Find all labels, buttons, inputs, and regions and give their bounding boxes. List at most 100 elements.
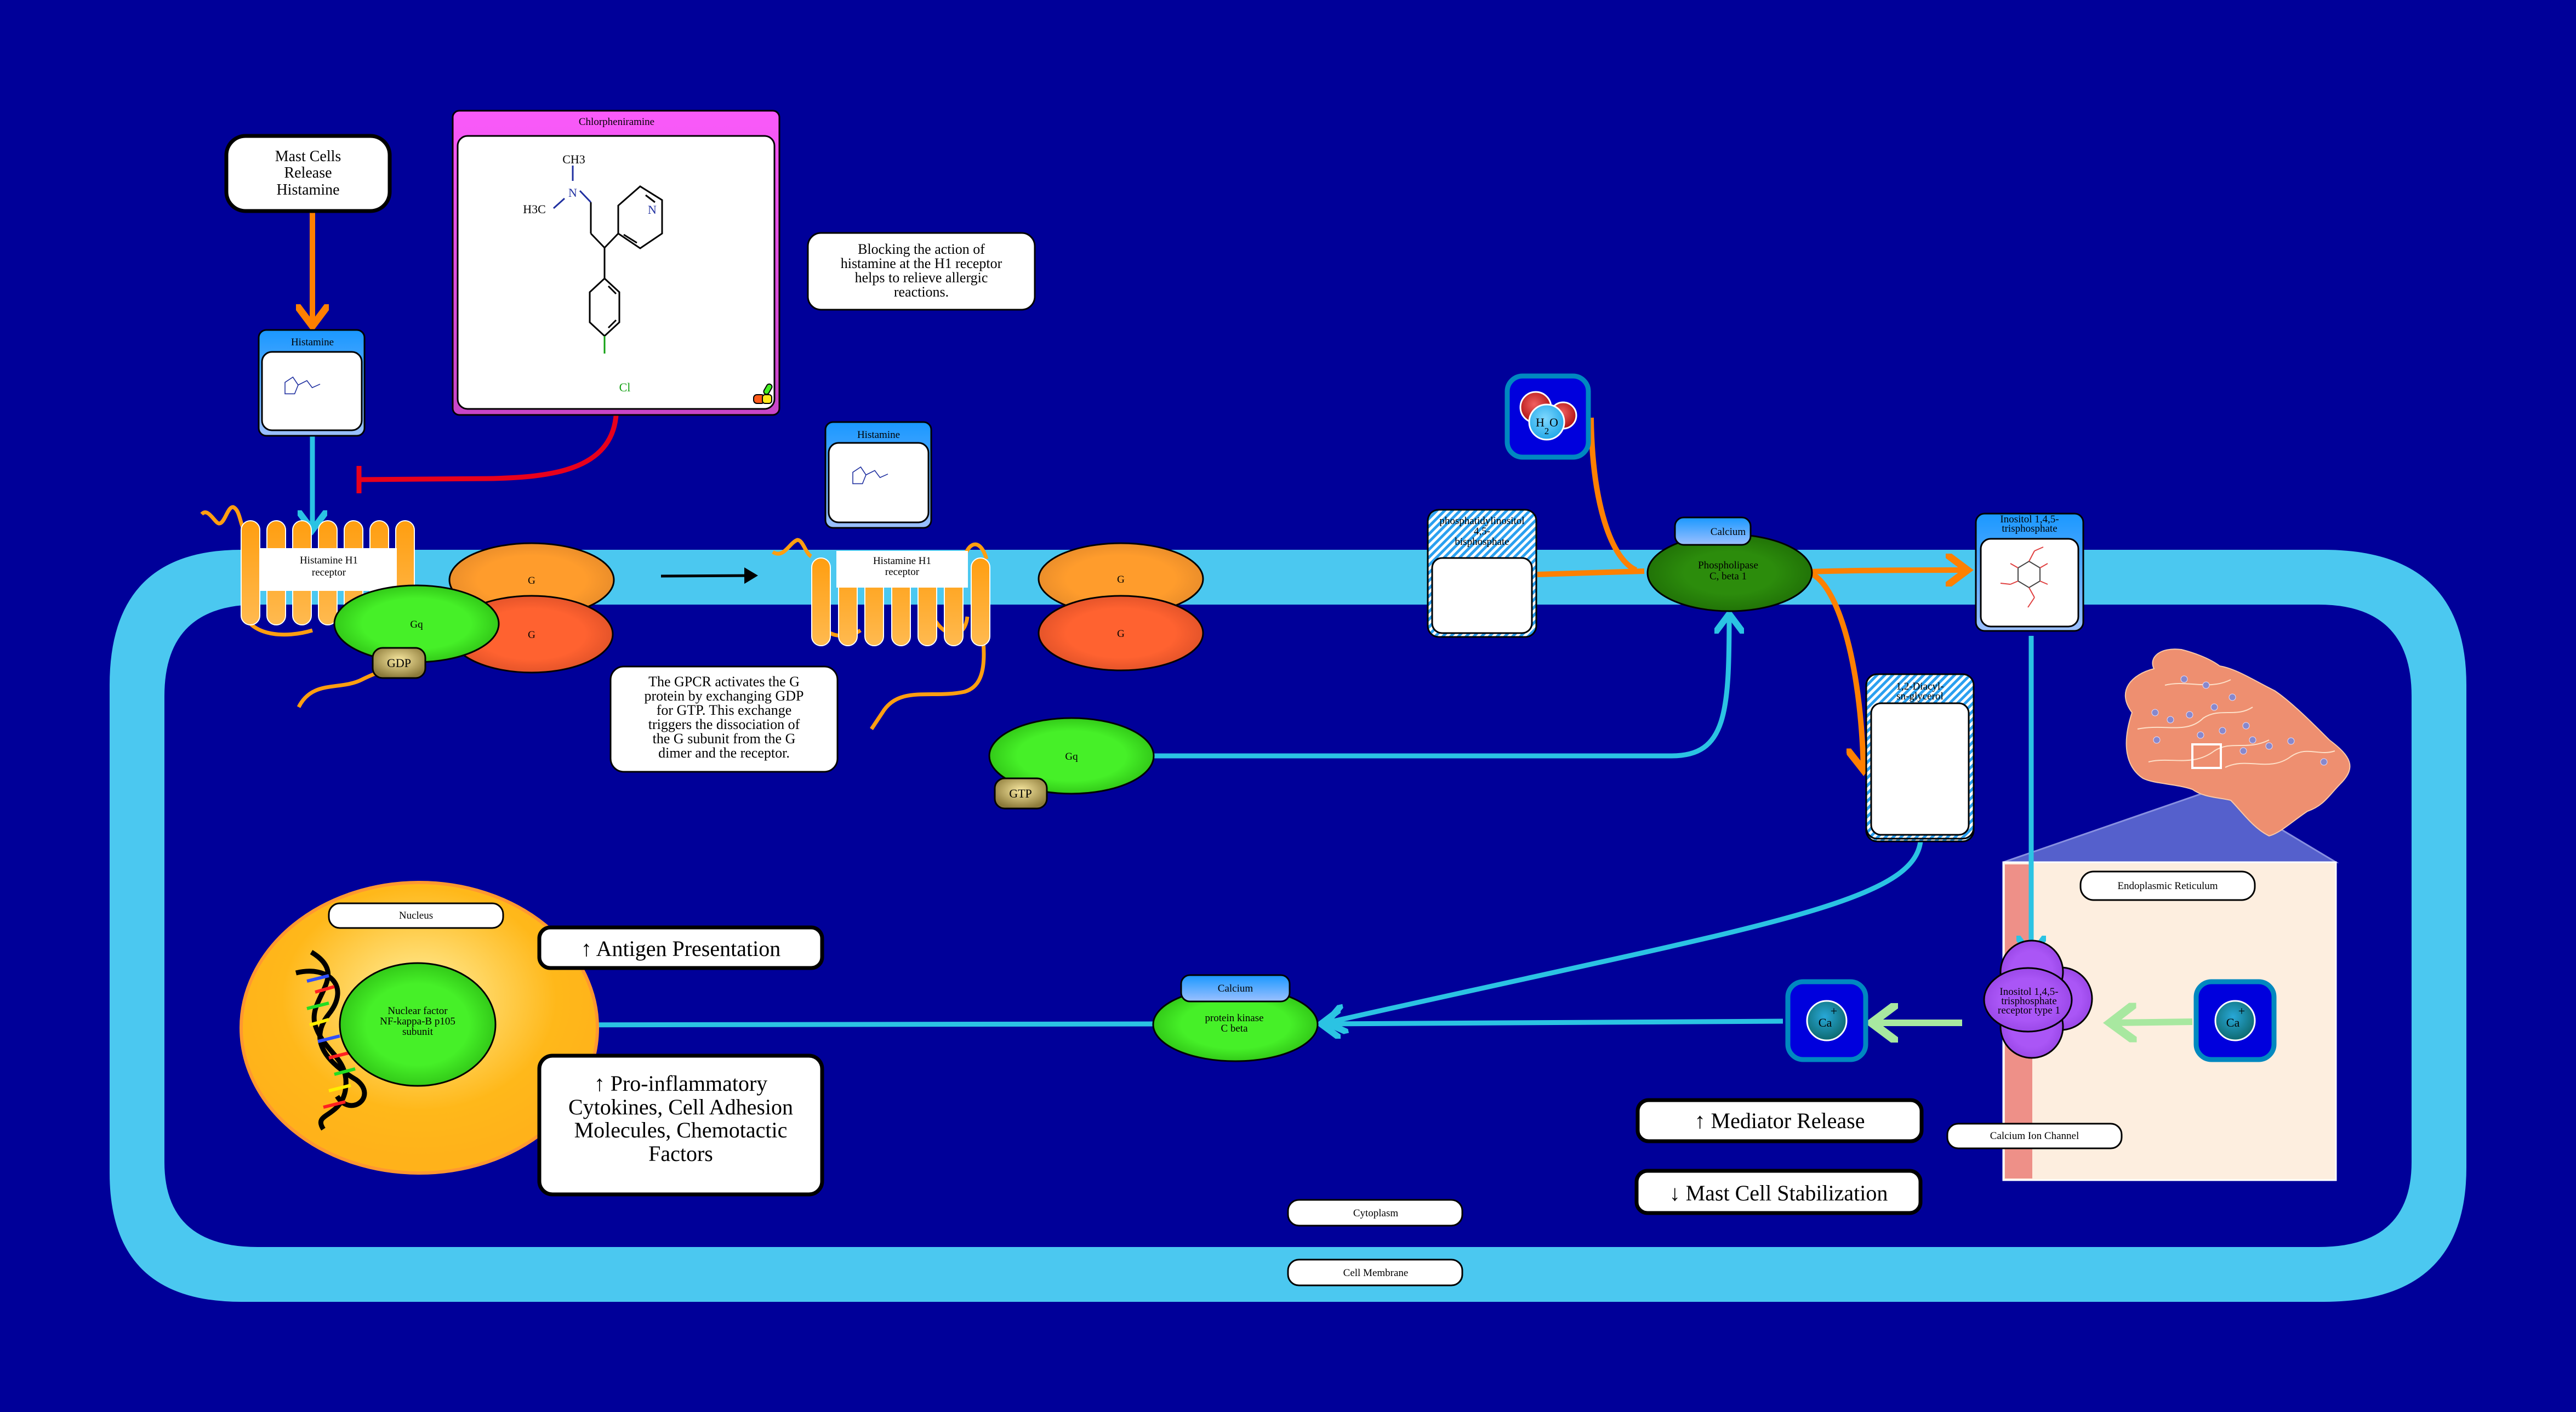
plc-label-line-2: C, beta 1 — [1709, 571, 1747, 582]
atom-n-pyridine: N — [648, 203, 657, 217]
edge-water-plc — [1588, 417, 1638, 573]
receptor-2-label-line-1: Histamine H1 — [873, 555, 931, 567]
g-gamma-subunit-active[interactable] — [1038, 595, 1204, 671]
pkc-label-line-1: protein kinase — [1205, 1012, 1263, 1024]
edge-drug-inhibition — [358, 415, 619, 482]
atom-n-amine: N — [568, 186, 577, 200]
outcome-proinflammatory-line-2: Cytokines, Cell Adhesion — [568, 1095, 793, 1119]
ip3-node[interactable]: Inositol 1,4,5- trisphosphate — [1975, 513, 2084, 632]
gpcr-note-line-5: the G subunit from the G — [653, 731, 796, 747]
ip3-line-1: Inositol 1,4,5- — [2000, 514, 2059, 525]
edge-ca-pkc — [1321, 1021, 1783, 1024]
outcome-proinflammatory-line-4: Factors — [648, 1141, 713, 1166]
drug-name: Chlorpheniramine — [579, 116, 654, 128]
plc-beta-1-node[interactable]: Calcium Phospholipase C, beta 1 — [1646, 516, 1813, 612]
outcome-mediator-text: ↑ Mediator Release — [1695, 1108, 1865, 1133]
er-zoom-box — [2191, 743, 2222, 769]
atom-cl: Cl — [619, 380, 631, 394]
gpcr-note-line-6: dimer and the receptor. — [658, 745, 790, 761]
dag-line-2: sn-glycerol — [1896, 691, 1943, 702]
pip2-line-2: 4,5- — [1474, 526, 1490, 537]
nfkb-node[interactable] — [339, 962, 497, 1087]
water-o: O — [1549, 415, 1558, 429]
mast-cells-node[interactable]: Mast Cells Release Histamine — [224, 134, 392, 213]
edges — [312, 210, 2193, 1025]
blocking-note-line-4: reactions. — [894, 284, 949, 300]
gpcr-note-line-1: The GPCR activates the G — [648, 674, 800, 690]
pkc-beta-node[interactable]: Calcium protein kinase C beta — [1152, 974, 1319, 1062]
water-sub: 2 — [1545, 426, 1549, 436]
gq-alpha-active[interactable] — [988, 717, 1155, 795]
outcome-antigen-presentation[interactable]: ↑ Antigen Presentation — [537, 925, 824, 970]
pip2-line-3: bisphosphate — [1455, 536, 1509, 548]
chlorpheniramine-node[interactable]: Chlorpheniramine CH3 N H3C N Cl — [452, 110, 780, 416]
water-node[interactable]: H 2 O — [1504, 373, 1591, 460]
plc-cofactor-label: Calcium — [1711, 526, 1746, 538]
calcium-channel-label: Calcium Ion Channel — [1990, 1130, 2079, 1142]
pkc-calcium-cofactor[interactable] — [1180, 974, 1291, 1003]
g-beta-gamma-dimer[interactable]: G G — [1038, 542, 1204, 671]
outcome-mast-cell-stabilization[interactable]: ↓ Mast Cell Stabilization — [1634, 1169, 1923, 1215]
ip3-line-2: trisphosphate — [2002, 523, 2057, 534]
ip3r-line-1: Inositol 1,4,5- — [1999, 986, 2058, 998]
calcium-cytosol-node[interactable]: Ca + — [1785, 979, 1868, 1062]
edge-pip2-plc — [1537, 568, 1645, 577]
er-illustration — [2124, 648, 2351, 837]
nfkb-line-1: Nuclear factor — [387, 1005, 448, 1017]
blocking-note-line-1: Blocking the action of — [858, 241, 985, 257]
gtp-badge[interactable] — [994, 777, 1048, 810]
g-protein-trimer[interactable]: G G Gq GDP — [333, 542, 615, 679]
dag-line-1: 1,2-Diacyl- — [1896, 681, 1944, 692]
plc-calcium-cofactor[interactable] — [1674, 516, 1752, 546]
pill-capsule-icon — [753, 383, 773, 404]
outcome-proinflammatory-line-1: ↑ Pro-inflammatory — [594, 1071, 768, 1096]
ip3-receptor-channel[interactable]: Inositol 1,4,5- trisphosphate receptor t… — [1983, 940, 2093, 1059]
er-label: Endoplasmic Reticulum — [2117, 880, 2218, 892]
outcome-stabilization-text: ↓ Mast Cell Stabilization — [1669, 1181, 1888, 1205]
mast-cells-line-3: Histamine — [276, 181, 339, 198]
calcium-ion-icon — [1806, 1000, 1848, 1041]
ca-cytosol-symbol: Ca — [1819, 1016, 1832, 1029]
calcium-ion-icon — [2214, 1000, 2256, 1041]
blocking-note: Blocking the action of histamine at the … — [807, 232, 1036, 311]
gpcr-note-line-2: protein by exchanging GDP — [644, 688, 803, 704]
ca-er-charge: + — [2238, 1004, 2245, 1018]
pkc-cofactor-label: Calcium — [1218, 983, 1253, 994]
calcium-channel-label-box[interactable]: Calcium Ion Channel — [1946, 1123, 2123, 1149]
nucleus-label-box[interactable] — [328, 902, 504, 929]
edge-pkc-nfkb — [501, 1024, 1154, 1025]
edge-plc-dag — [1808, 570, 1863, 770]
histamine-node-2[interactable]: Histamine — [824, 421, 932, 529]
edge-gq-plc — [1151, 614, 1729, 759]
calcium-er-node[interactable]: Ca + — [2193, 979, 2277, 1062]
cell-membrane-label-box[interactable]: Cell Membrane — [1287, 1259, 1463, 1286]
outcome-mediator-release[interactable]: ↑ Mediator Release — [1635, 1098, 1924, 1143]
dna-helix-icon — [295, 950, 367, 1131]
histamine-node-1[interactable]: Histamine — [258, 329, 366, 437]
gdp-badge[interactable] — [372, 647, 426, 679]
outcome-proinflammatory[interactable]: ↑ Pro-inflammatory Cytokines, Cell Adhes… — [537, 1054, 824, 1197]
blocking-note-line-3: helps to relieve allergic — [855, 270, 988, 286]
ip3r-line-2: trisphosphate — [2001, 995, 2056, 1007]
h1-receptor-active[interactable]: Histamine H1 receptor — [772, 538, 990, 730]
dag-node[interactable]: 1,2-Diacyl- sn-glycerol — [1865, 673, 1975, 842]
gq-gtp-node[interactable]: Gq GTP — [988, 717, 1155, 810]
ip3r-line-3: receptor type 1 — [1998, 1005, 2060, 1016]
pip2-node[interactable]: phosphatidylinositol 4,5- bisphosphate — [1427, 509, 1537, 638]
pip2-line-1: phosphatidylinositol — [1439, 515, 1524, 527]
ip3-structure-icon — [2000, 546, 2048, 608]
histamine-1-label: Histamine — [291, 337, 334, 348]
g-beta-label: G — [528, 575, 535, 587]
er-label-box[interactable] — [2079, 870, 2256, 901]
nucleus[interactable]: Nucleus Nuclear factor NF-kappa-B p105 s… — [240, 881, 599, 1175]
nfkb-line-2: NF-kappa-B p105 — [380, 1016, 455, 1027]
plc-label-line-1: Phospholipase — [1698, 560, 1758, 571]
edge-dag-pkc — [1326, 841, 1923, 1023]
cell-membrane-label: Cell Membrane — [1343, 1267, 1409, 1279]
receptor-1-label-line-1: Histamine H1 — [300, 555, 358, 566]
g-beta-active-label: G — [1117, 574, 1125, 585]
gpcr-note: The GPCR activates the G protein by exch… — [609, 665, 839, 773]
mast-cells-line-2: Release — [284, 164, 332, 181]
cytoplasm-label-box[interactable]: Cytoplasm — [1287, 1199, 1463, 1227]
